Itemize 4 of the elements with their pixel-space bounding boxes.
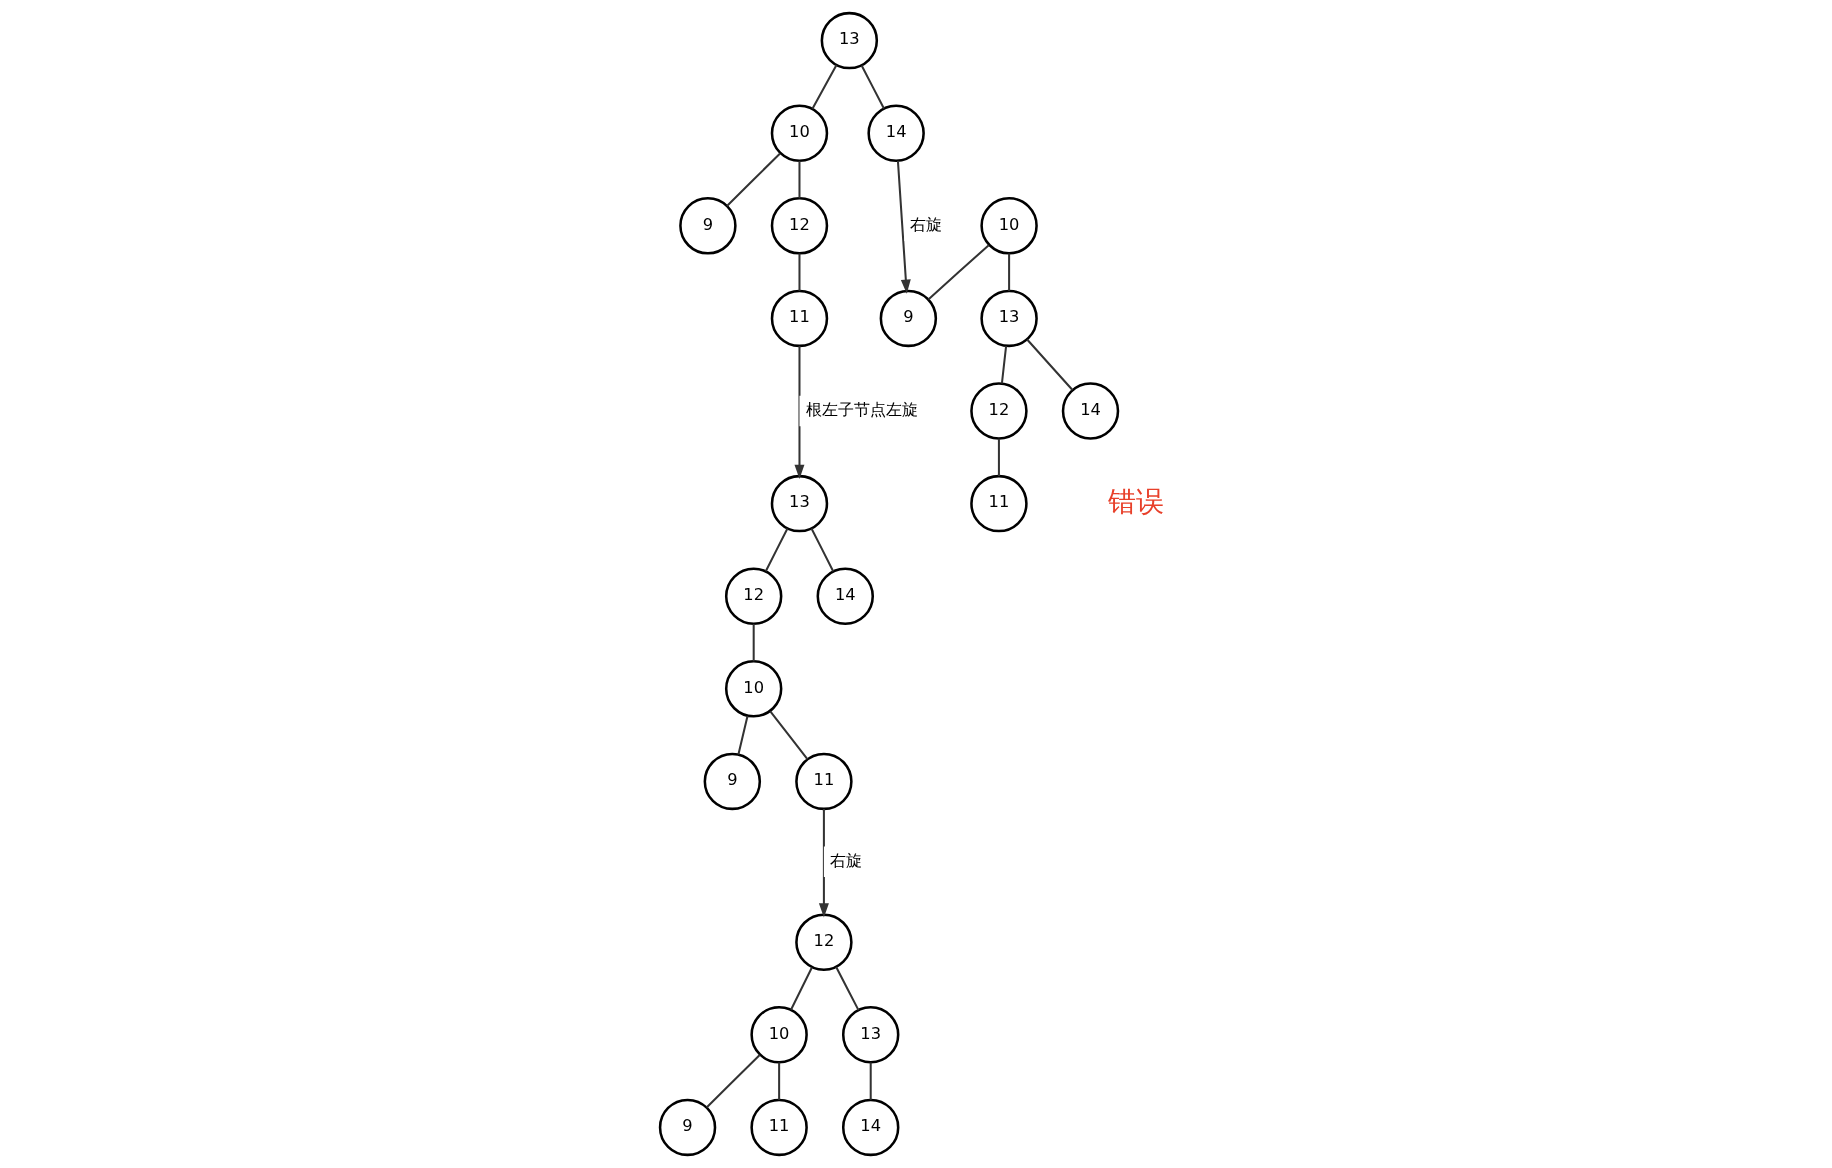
label: 错误 <box>1107 484 1164 518</box>
edge-label: 根左子节点左旋 <box>805 399 918 419</box>
edge-label: 右旋 <box>829 850 862 870</box>
edge-label: 右旋 <box>909 214 942 234</box>
